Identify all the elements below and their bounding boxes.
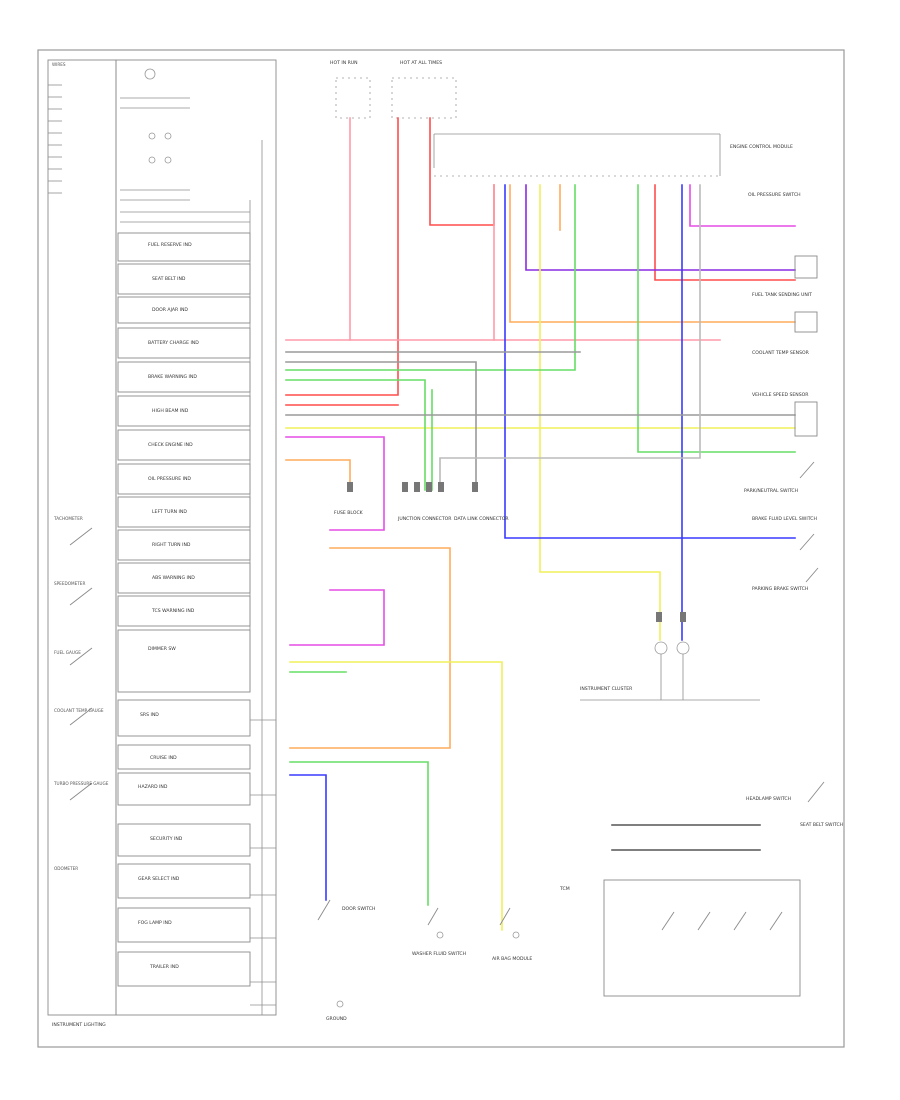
diagram-frame xyxy=(37,49,845,1048)
indicator-row: BATTERY CHARGE IND xyxy=(117,327,251,359)
svg-text:TCM: TCM xyxy=(559,886,570,892)
indicator-row: RIGHT TURN IND xyxy=(117,529,251,561)
indicator-row: CRUISE IND xyxy=(117,744,251,770)
left-pin-ticks xyxy=(48,84,62,194)
svg-text:FUEL RESERVE IND: FUEL RESERVE IND xyxy=(148,242,192,248)
indicator-row: HIGH BEAM IND xyxy=(117,395,251,427)
indicator-row: SRS IND xyxy=(117,699,251,737)
footer-label: INSTRUMENT LIGHTING xyxy=(52,1022,106,1028)
svg-text:SECURITY IND: SECURITY IND xyxy=(150,836,183,842)
svg-text:HAZARD IND: HAZARD IND xyxy=(138,784,168,790)
fuse-box-1 xyxy=(335,77,371,119)
indicator-row: ABS WARNING IND xyxy=(117,562,251,594)
indicator-row: TCS WARNING IND xyxy=(117,595,251,627)
svg-text:BRAKE FLUID LEVEL SWITCH: BRAKE FLUID LEVEL SWITCH xyxy=(752,516,817,522)
svg-text:SPEEDOMETER: SPEEDOMETER xyxy=(54,581,85,586)
corner-label: WIRES xyxy=(52,62,66,67)
right-components: OIL PRESSURE SWITCH FUEL TANK SENDING UN… xyxy=(744,192,843,828)
svg-text:FUEL GAUGE: FUEL GAUGE xyxy=(54,650,81,655)
indicator-row: OIL PRESSURE IND xyxy=(117,463,251,495)
svg-text:SRS IND: SRS IND xyxy=(140,712,159,718)
svg-text:TACHOMETER: TACHOMETER xyxy=(53,516,83,521)
svg-text:OIL PRESSURE SWITCH: OIL PRESSURE SWITCH xyxy=(748,192,801,198)
indicator-row: DOOR AJAR IND xyxy=(117,296,251,324)
svg-text:DIMMER SW: DIMMER SW xyxy=(148,646,176,652)
indicator-row: DIMMER SW xyxy=(117,629,251,693)
wires-purple xyxy=(285,184,796,646)
svg-text:SEAT BELT SWITCH: SEAT BELT SWITCH xyxy=(800,822,843,828)
svg-text:DOOR AJAR IND: DOOR AJAR IND xyxy=(152,307,188,313)
svg-text:COOLANT TEMP SENSOR: COOLANT TEMP SENSOR xyxy=(752,350,810,356)
indicator-row: SECURITY IND xyxy=(117,823,251,857)
instrument-cluster-box xyxy=(115,59,277,1016)
svg-text:FUEL TANK SENDING UNIT: FUEL TANK SENDING UNIT xyxy=(752,292,812,298)
indicator-row: LEFT TURN IND xyxy=(117,496,251,528)
svg-text:DOOR SWITCH: DOOR SWITCH xyxy=(342,906,375,912)
svg-text:HEADLAMP SWITCH: HEADLAMP SWITCH xyxy=(746,796,791,802)
svg-text:SEAT BELT IND: SEAT BELT IND xyxy=(152,276,186,282)
gauge-symbols: TACHOMETER SPEEDOMETER FUEL GAUGE COOLAN… xyxy=(53,516,109,871)
svg-text:FOG LAMP IND: FOG LAMP IND xyxy=(138,920,172,926)
module-ecm: ENGINE CONTROL MODULE xyxy=(730,144,793,150)
connector-dots xyxy=(347,482,686,622)
cluster-pin-column xyxy=(249,140,276,1015)
svg-text:COOLANT TEMP GAUGE: COOLANT TEMP GAUGE xyxy=(54,708,104,713)
svg-text:PARK/NEUTRAL SWITCH: PARK/NEUTRAL SWITCH xyxy=(744,488,798,494)
indicator-row: GEAR SELECT IND xyxy=(117,863,251,899)
svg-text:RIGHT TURN IND: RIGHT TURN IND xyxy=(152,542,191,548)
indicator-row: SEAT BELT IND xyxy=(117,263,251,295)
wires-gray xyxy=(285,184,796,851)
svg-text:OIL PRESSURE IND: OIL PRESSURE IND xyxy=(148,476,191,482)
indicator-row: HAZARD IND xyxy=(117,772,251,806)
ecm-connector xyxy=(433,133,721,177)
indicator-row: TRAILER IND xyxy=(117,951,251,987)
svg-text:INSTRUMENT CLUSTER: INSTRUMENT CLUSTER xyxy=(580,686,633,692)
svg-text:ODOMETER: ODOMETER xyxy=(54,866,78,871)
svg-text:PARKING BRAKE SWITCH: PARKING BRAKE SWITCH xyxy=(752,586,808,592)
svg-text:FUSE BLOCK: FUSE BLOCK xyxy=(334,510,364,516)
svg-text:JUNCTION CONNECTOR: JUNCTION CONNECTOR xyxy=(397,516,452,522)
svg-text:CHECK ENGINE IND: CHECK ENGINE IND xyxy=(148,442,193,448)
svg-text:AIR BAG MODULE: AIR BAG MODULE xyxy=(492,956,532,962)
indicator-row: FOG LAMP IND xyxy=(117,907,251,943)
svg-text:LEFT TURN IND: LEFT TURN IND xyxy=(152,509,187,515)
svg-text:VEHICLE SPEED SENSOR: VEHICLE SPEED SENSOR xyxy=(752,392,809,398)
indicator-row: FUEL RESERVE IND xyxy=(117,232,251,262)
bottom-components: DOOR SWITCH WASHER FLUID SWITCH AIR BAG … xyxy=(317,879,801,1022)
indicator-row: CHECK ENGINE IND xyxy=(117,429,251,461)
indicator-rows: FUEL RESERVE IND SEAT BELT IND DOOR AJAR… xyxy=(117,232,251,987)
wires-yellow xyxy=(285,184,796,931)
module-hot-at-all-times: HOT AT ALL TIMES xyxy=(400,60,442,66)
wires-red xyxy=(285,117,796,406)
svg-text:CRUISE IND: CRUISE IND xyxy=(150,755,177,761)
indicator-row: BRAKE WARNING IND xyxy=(117,361,251,393)
svg-text:TCS WARNING IND: TCS WARNING IND xyxy=(151,608,195,614)
svg-text:ABS WARNING IND: ABS WARNING IND xyxy=(152,575,195,581)
svg-text:TRAILER IND: TRAILER IND xyxy=(149,964,179,970)
mid-connectors: FUSE BLOCK JUNCTION CONNECTOR DATA LINK … xyxy=(334,510,633,692)
clock-spring xyxy=(580,641,760,701)
svg-text:BRAKE WARNING IND: BRAKE WARNING IND xyxy=(148,374,197,380)
connector-strip-left xyxy=(47,59,117,1016)
svg-text:GROUND: GROUND xyxy=(326,1016,347,1022)
svg-text:TURBO PRESSURE GAUGE: TURBO PRESSURE GAUGE xyxy=(53,781,109,786)
wires-green xyxy=(285,184,796,906)
svg-text:WASHER FLUID SWITCH: WASHER FLUID SWITCH xyxy=(412,951,466,957)
svg-text:GEAR SELECT IND: GEAR SELECT IND xyxy=(138,876,180,882)
fuse-box-2 xyxy=(391,77,457,119)
top-left-lamps xyxy=(120,68,250,223)
svg-text:DATA LINK CONNECTOR: DATA LINK CONNECTOR xyxy=(454,516,509,522)
module-hot-in-run: HOT IN RUN xyxy=(330,60,358,66)
svg-text:BATTERY CHARGE IND: BATTERY CHARGE IND xyxy=(148,340,199,346)
wires-blue xyxy=(289,184,796,901)
svg-text:HIGH BEAM IND: HIGH BEAM IND xyxy=(152,408,189,414)
